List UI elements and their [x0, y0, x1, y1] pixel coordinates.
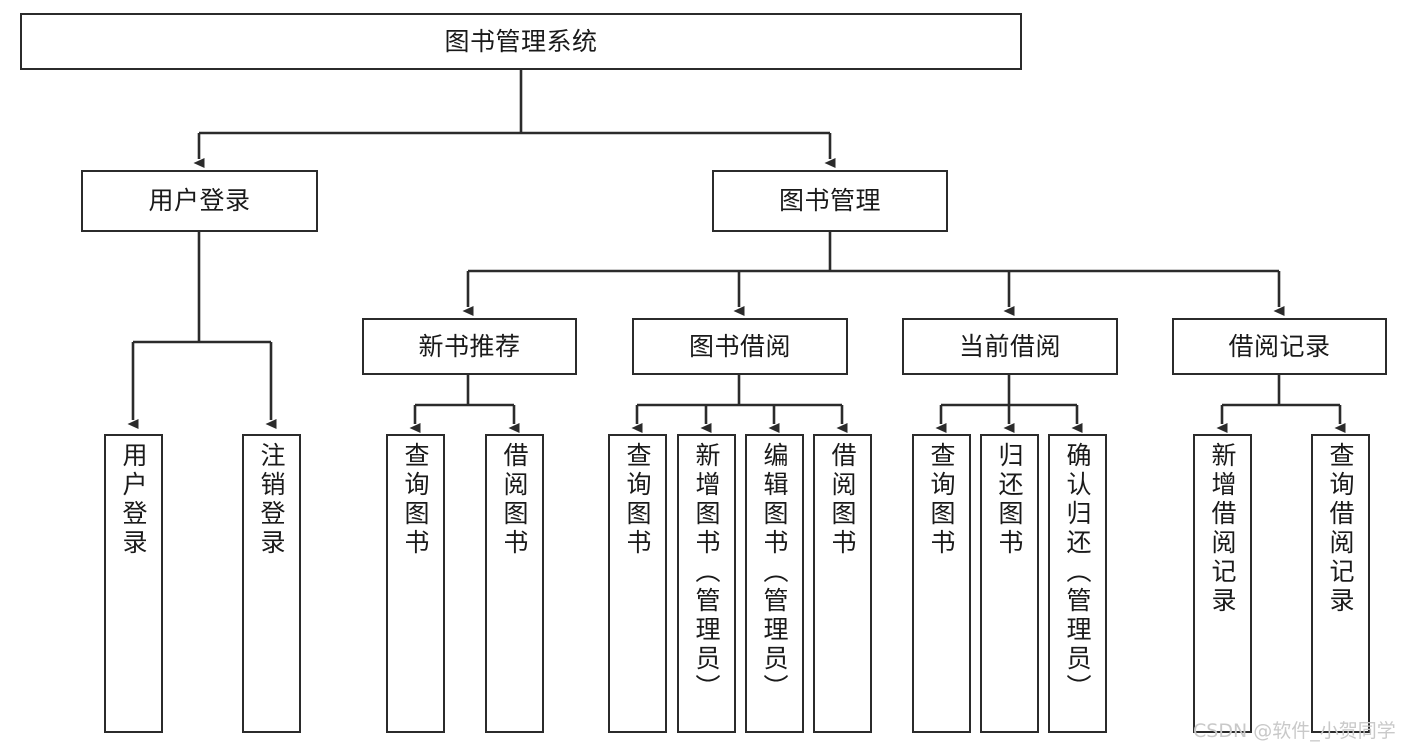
leaf-current-borrow-2[interactable]: 归还图书 [980, 434, 1039, 733]
leaf-book-borrow-3[interactable]: 编辑图书（管理员） [745, 434, 804, 733]
leaf-new-book-rec-2-label: 借阅图书 [500, 442, 529, 558]
leaf-user-login-1[interactable]: 用户登录 [104, 434, 163, 733]
leaf-current-borrow-3-label: 确认归还（管理员） [1063, 442, 1092, 703]
node-user-login[interactable]: 用户登录 [81, 170, 318, 232]
leaf-current-borrow-1[interactable]: 查询图书 [912, 434, 971, 733]
node-borrow-record[interactable]: 借阅记录 [1172, 318, 1387, 375]
node-current-borrow-label: 当前借阅 [958, 331, 1061, 361]
node-user-login-label: 用户登录 [148, 186, 251, 216]
leaf-new-book-rec-1-label: 查询图书 [401, 442, 430, 558]
node-current-borrow[interactable]: 当前借阅 [902, 318, 1118, 375]
leaf-book-borrow-1-label: 查询图书 [623, 442, 652, 558]
leaf-user-login-2[interactable]: 注销登录 [242, 434, 301, 733]
leaf-borrow-record-2-label: 查询借阅记录 [1326, 442, 1355, 616]
node-borrow-record-label: 借阅记录 [1228, 331, 1331, 361]
leaf-new-book-rec-2[interactable]: 借阅图书 [485, 434, 544, 733]
node-new-book-rec-label: 新书推荐 [418, 331, 521, 361]
node-root-label: 图书管理系统 [444, 26, 598, 56]
leaf-borrow-record-1[interactable]: 新增借阅记录 [1193, 434, 1252, 733]
node-new-book-rec[interactable]: 新书推荐 [362, 318, 577, 375]
node-root[interactable]: 图书管理系统 [20, 13, 1022, 70]
leaf-current-borrow-2-label: 归还图书 [995, 442, 1024, 558]
node-book-manage-label: 图书管理 [778, 186, 881, 216]
leaf-borrow-record-2[interactable]: 查询借阅记录 [1311, 434, 1370, 733]
leaf-book-borrow-2-label: 新增图书（管理员） [692, 442, 721, 703]
leaf-user-login-2-label: 注销登录 [257, 442, 286, 558]
node-book-borrow-label: 图书借阅 [688, 331, 791, 361]
leaf-current-borrow-1-label: 查询图书 [927, 442, 956, 558]
leaf-current-borrow-3[interactable]: 确认归还（管理员） [1048, 434, 1107, 733]
leaf-borrow-record-1-label: 新增借阅记录 [1208, 442, 1237, 616]
node-book-manage[interactable]: 图书管理 [712, 170, 948, 232]
leaf-book-borrow-3-label: 编辑图书（管理员） [760, 442, 789, 703]
leaf-book-borrow-4-label: 借阅图书 [828, 442, 857, 558]
node-book-borrow[interactable]: 图书借阅 [632, 318, 848, 375]
leaf-new-book-rec-1[interactable]: 查询图书 [386, 434, 445, 733]
csdn-watermark: CSDN @软件_小贺同学 [1193, 720, 1396, 742]
leaf-book-borrow-1[interactable]: 查询图书 [608, 434, 667, 733]
leaf-book-borrow-4[interactable]: 借阅图书 [813, 434, 872, 733]
leaf-book-borrow-2[interactable]: 新增图书（管理员） [677, 434, 736, 733]
leaf-user-login-1-label: 用户登录 [119, 442, 148, 558]
